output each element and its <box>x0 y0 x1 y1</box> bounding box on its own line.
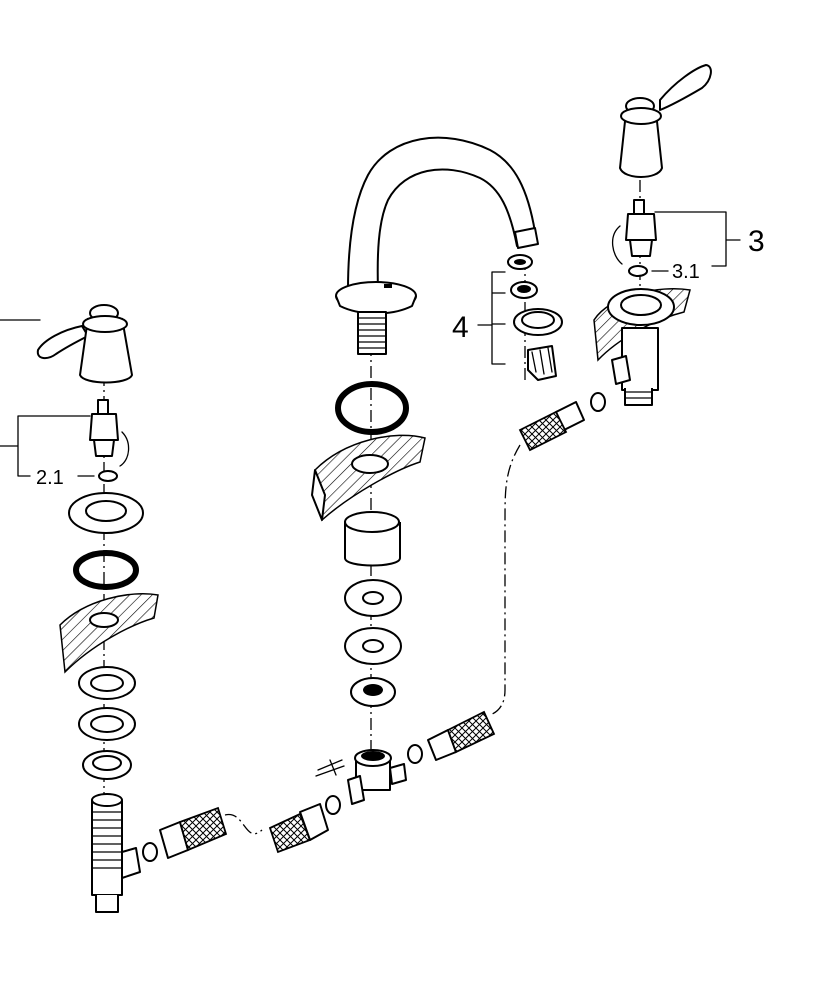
spout-nut <box>350 677 396 707</box>
callout-label-2-1: 2.1 <box>36 467 64 489</box>
aerator-kit <box>507 254 563 381</box>
callout-label-3: 3 <box>748 225 765 258</box>
left-hose-route <box>224 814 263 835</box>
right-hose-washer <box>590 392 606 412</box>
right-cartridge-seal <box>628 265 648 277</box>
right-cartridge <box>612 199 657 265</box>
right-valve-body <box>607 288 675 406</box>
spout-o-ring <box>335 381 409 435</box>
right-hose-route <box>489 444 521 716</box>
spout-washer-2 <box>344 627 402 665</box>
spout <box>335 136 539 355</box>
center-hose-washer-right <box>407 744 423 764</box>
callout-bracket-3 <box>651 211 741 272</box>
center-hose-right <box>427 710 496 761</box>
left-nut <box>82 750 132 780</box>
center-hose-left <box>268 803 329 854</box>
retaining-clip <box>315 759 345 777</box>
callout-bracket-2-1 <box>0 415 95 477</box>
left-cartridge-seal <box>98 470 118 482</box>
left-hose-washer <box>142 842 158 862</box>
left-lever-handle <box>0 304 133 384</box>
center-hose-washer-left <box>325 795 341 815</box>
callout-label-4: 4 <box>452 311 469 344</box>
left-cartridge <box>89 399 130 467</box>
left-washer-2 <box>78 707 136 741</box>
t-connector <box>347 749 407 805</box>
right-hose <box>518 401 585 452</box>
left-valve-body <box>91 793 141 913</box>
spout-washer-1 <box>344 579 402 617</box>
left-hose <box>159 806 228 859</box>
countertop-section-center <box>311 434 426 522</box>
left-escutcheon <box>68 492 144 534</box>
callout-label-3-1: 3.1 <box>672 261 700 283</box>
right-lever-handle <box>619 64 712 178</box>
left-washer-1 <box>78 666 136 700</box>
left-o-ring <box>73 550 139 590</box>
callout-bracket-4 <box>477 271 506 365</box>
spout-sleeve <box>344 511 401 567</box>
left-countertop-section <box>59 593 159 674</box>
